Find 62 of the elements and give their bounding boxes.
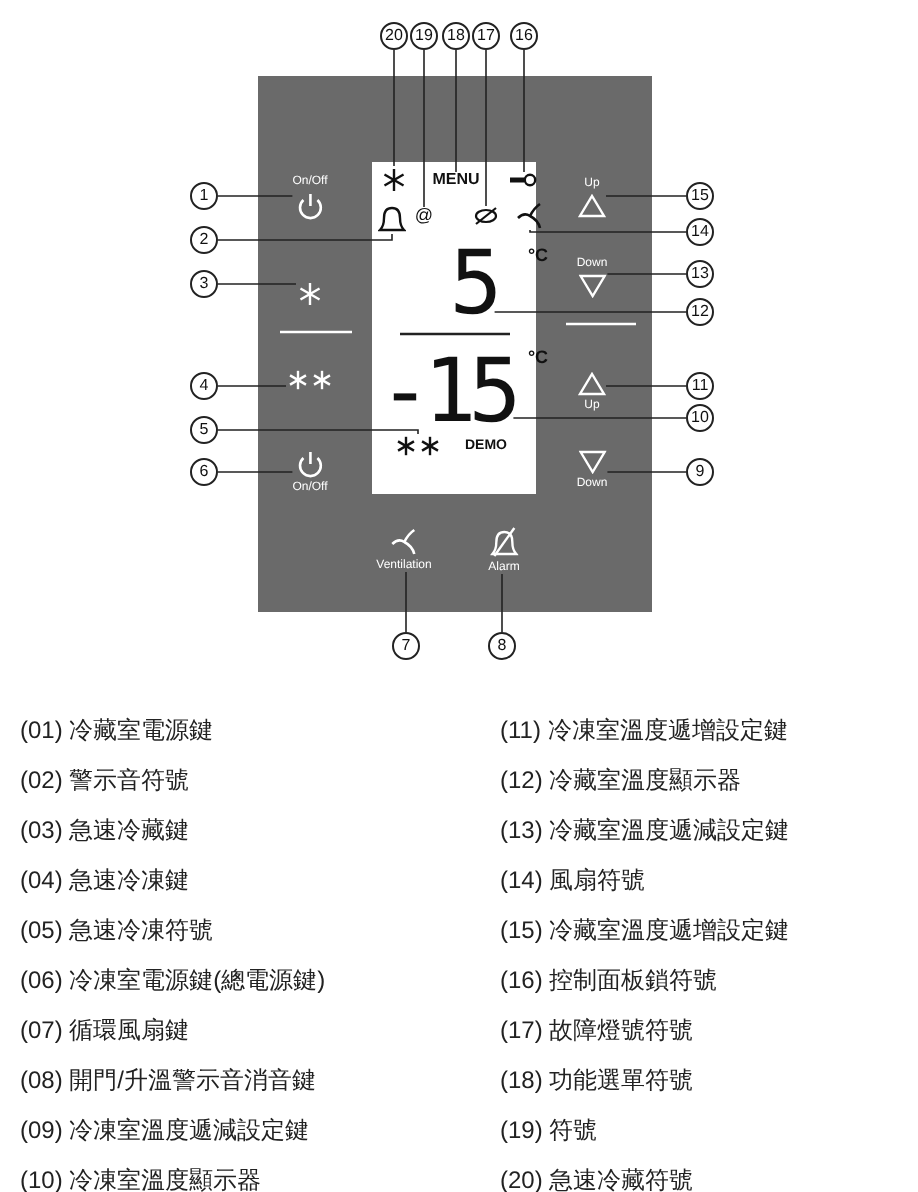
callout-number: 18	[442, 22, 470, 50]
at-sign: @	[414, 207, 434, 225]
leader-line	[393, 49, 395, 167]
leader-line	[405, 571, 407, 633]
callout-number: 17	[472, 22, 500, 50]
leader-line	[523, 49, 525, 173]
leader-line	[605, 195, 687, 197]
leader-line	[606, 273, 687, 275]
callout-number: 6	[190, 458, 218, 486]
list-item: (11) 冷凍室溫度遞增設定鍵	[500, 718, 788, 742]
callout-number: 2	[190, 226, 218, 254]
list-item: (03) 急速冷藏鍵	[20, 818, 190, 842]
leader-line	[455, 49, 457, 173]
list-item: (18) 功能選單符號	[500, 1068, 694, 1092]
list-item: (04) 急速冷凍鍵	[20, 868, 190, 892]
callout-number: 9	[686, 458, 714, 486]
callout-number: 19	[410, 22, 438, 50]
leader-line	[493, 311, 687, 313]
temperature-digits: -15	[378, 356, 514, 428]
callout-number: 10	[686, 404, 714, 432]
callout-number: 14	[686, 218, 714, 246]
list-item: (19) 符號	[500, 1118, 598, 1142]
list-item: (08) 開門/升溫警示音消音鍵	[20, 1068, 317, 1092]
list-item: (14) 風扇符號	[500, 868, 646, 892]
list-item: (17) 故障燈號符號	[500, 1018, 694, 1042]
callout-number: 13	[686, 260, 714, 288]
leader-line	[605, 385, 687, 387]
callout-number: 1	[190, 182, 218, 210]
callout-number: 16	[510, 22, 538, 50]
list-item: (02) 警示音符號	[20, 768, 190, 792]
callout-number: 7	[392, 632, 420, 660]
callout-number: 8	[488, 632, 516, 660]
leader-line	[217, 195, 294, 197]
menu-label: MENU	[432, 172, 480, 188]
list-item: (05) 急速冷凍符號	[20, 918, 214, 942]
leader-line	[485, 49, 487, 207]
list-item: (09) 冷凍室溫度遞減設定鍵	[20, 1118, 310, 1142]
callout-number: 4	[190, 372, 218, 400]
list-item: (01) 冷藏室電源鍵	[20, 718, 214, 742]
list-item: (15) 冷藏室溫度遞增設定鍵	[500, 918, 790, 942]
temperature-digits: 5	[449, 248, 495, 320]
list-item: (16) 控制面板鎖符號	[500, 968, 718, 992]
callout-number: 20	[380, 22, 408, 50]
leader-line	[217, 233, 393, 241]
callout-number: 5	[190, 416, 218, 444]
callout-number: 3	[190, 270, 218, 298]
leader-line	[217, 385, 287, 387]
leader-line	[217, 283, 297, 285]
list-item: (13) 冷藏室溫度遞減設定鍵	[500, 818, 790, 842]
list-item: (12) 冷藏室溫度顯示器	[500, 768, 742, 792]
callout-number: 15	[686, 182, 714, 210]
leader-line	[217, 471, 294, 473]
leader-line	[512, 417, 687, 419]
leader-line	[529, 229, 687, 233]
leader-line	[606, 471, 687, 473]
callout-number: 11	[686, 372, 714, 400]
leader-line	[501, 573, 503, 633]
leader-line	[423, 49, 425, 208]
callout-number: 12	[686, 298, 714, 326]
leader-line	[217, 429, 419, 435]
list-item: (06) 冷凍室電源鍵(總電源鍵)	[20, 968, 326, 992]
list-item: (07) 循環風扇鍵	[20, 1018, 190, 1042]
